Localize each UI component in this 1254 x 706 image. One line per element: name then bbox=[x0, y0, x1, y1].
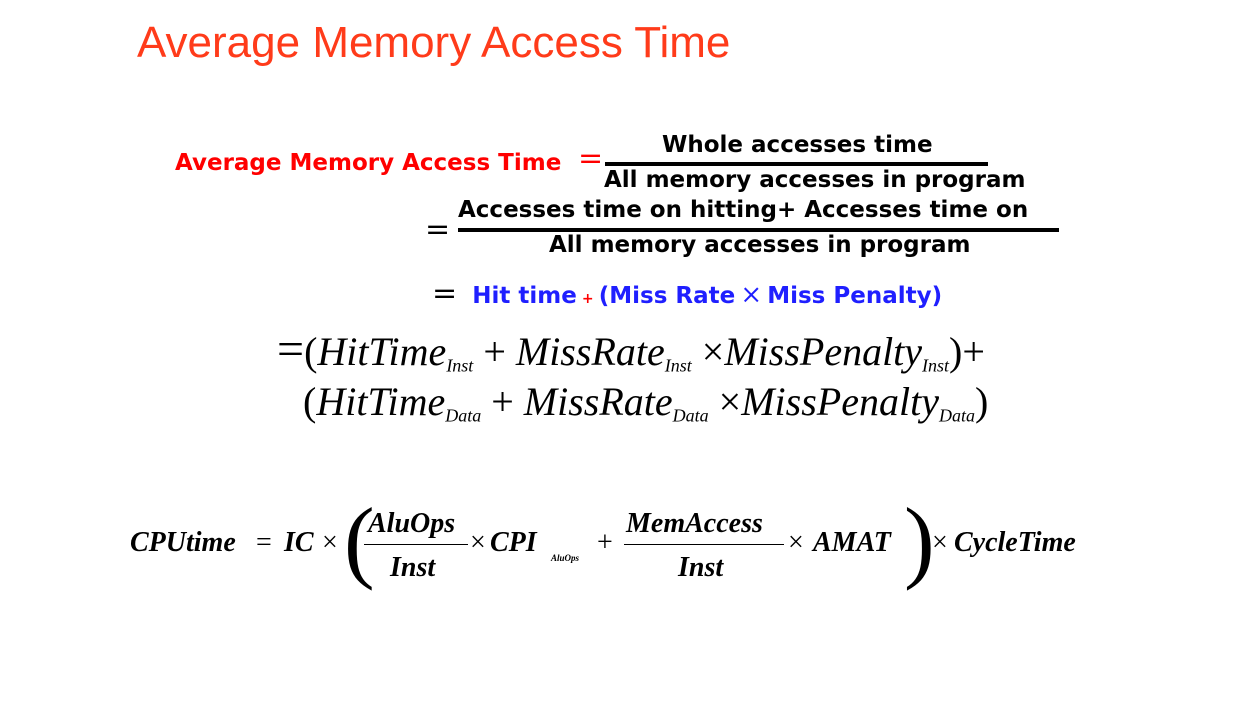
sub-data-3: Data bbox=[938, 405, 975, 426]
line2-numerator: Accesses time on hitting+ Accesses time … bbox=[458, 197, 1029, 223]
line2-denominator: All memory accesses in program bbox=[549, 232, 971, 258]
sub-inst-2: Inst bbox=[664, 355, 692, 376]
line1-equals: = bbox=[578, 141, 604, 176]
cpu-right-paren: ) bbox=[904, 489, 935, 591]
plus-trailing: + bbox=[962, 329, 985, 374]
cpu-times-4: × bbox=[932, 527, 948, 558]
sub-inst-1: Inst bbox=[446, 355, 474, 376]
sub-data-1: Data bbox=[445, 405, 482, 426]
amat-lhs-label: Average Memory Access Time bbox=[175, 150, 562, 176]
cpu-plus: + bbox=[597, 527, 613, 558]
hit-time-data: HitTime bbox=[316, 379, 446, 424]
cpu-ic: IC bbox=[284, 527, 314, 558]
slide-title: Average Memory Access Time bbox=[137, 18, 731, 67]
cpi-subscript: AluOps bbox=[551, 553, 580, 563]
formula-inst-line: =(HitTimeInst + MissRateInst ×MissPenalt… bbox=[277, 323, 985, 376]
frac2-denominator: Inst bbox=[678, 552, 724, 583]
sub-data-2: Data bbox=[672, 405, 709, 426]
cpu-times-2: × bbox=[470, 527, 486, 558]
cpu-times-1: × bbox=[322, 527, 338, 558]
miss-rate-inst: MissRate bbox=[515, 329, 665, 374]
frac2-numerator: MemAccess bbox=[626, 508, 763, 539]
plus-data: + bbox=[491, 379, 514, 424]
line1-denominator: All memory accesses in program bbox=[604, 167, 1026, 193]
miss-penalty-data: MissPenalty bbox=[741, 379, 939, 424]
cpu-cpi: CPI bbox=[490, 527, 537, 558]
miss-penalty-inst: MissPenalty bbox=[724, 329, 923, 374]
frac2-bar bbox=[624, 544, 784, 545]
line2-equals: = bbox=[425, 212, 451, 247]
line3-close-paren: ) bbox=[931, 283, 943, 309]
line2-fraction-bar bbox=[458, 228, 1059, 232]
miss-rate-term: Miss Rate bbox=[609, 283, 736, 309]
line3-expression: = Hit time + (Miss Rate × Miss Penalty) bbox=[432, 276, 942, 311]
formula-data-line: (HitTimeData + MissRateData ×MissPenalty… bbox=[303, 379, 989, 426]
frac1-bar bbox=[364, 544, 468, 545]
hit-time-inst: HitTime bbox=[317, 329, 447, 374]
frac1-denominator: Inst bbox=[390, 552, 436, 583]
cpu-times-3: × bbox=[788, 527, 804, 558]
cpu-cycle-time: CycleTime bbox=[954, 527, 1076, 558]
times-data: × bbox=[718, 379, 742, 424]
line3-equals: = bbox=[432, 276, 458, 311]
miss-rate-data: MissRate bbox=[523, 379, 673, 424]
times-inst: × bbox=[701, 329, 725, 374]
line3-plus: + bbox=[581, 291, 594, 307]
miss-penalty-term: Miss Penalty bbox=[767, 283, 932, 309]
sub-inst-3: Inst bbox=[922, 355, 950, 376]
line1-numerator: Whole accesses time bbox=[662, 132, 933, 158]
plus-inst: + bbox=[483, 329, 506, 374]
cpu-amat: AMAT bbox=[813, 527, 891, 558]
cpu-left-paren: ( bbox=[344, 489, 375, 591]
hit-time-term: Hit time bbox=[472, 283, 577, 309]
frac1-numerator: AluOps bbox=[368, 508, 456, 539]
cpu-lhs: CPUtime bbox=[130, 527, 236, 558]
line3-open-paren: ( bbox=[598, 283, 610, 309]
line3-times: × bbox=[740, 280, 763, 310]
line1-fraction-bar bbox=[605, 162, 988, 166]
cpu-equals: = bbox=[256, 527, 272, 558]
formula-equals: = bbox=[277, 323, 305, 376]
